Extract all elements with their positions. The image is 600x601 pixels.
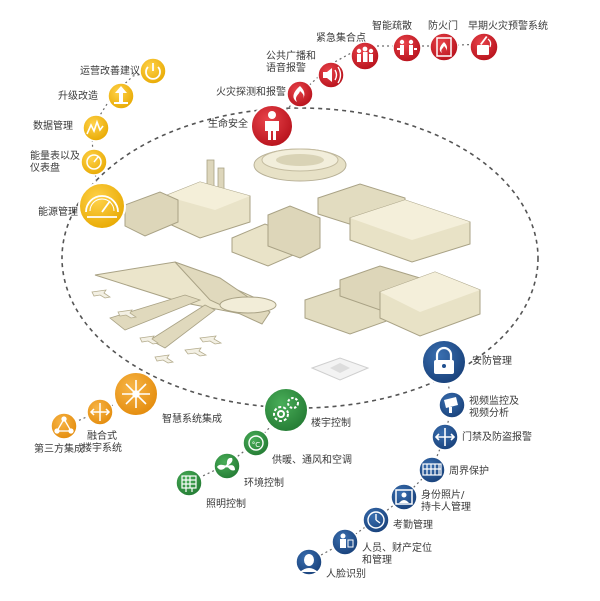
flame-icon: [293, 86, 305, 102]
access-intrusion-label: 门禁及防盗报警: [462, 432, 532, 443]
fire-detection-label: 火灾探测和报警: [216, 87, 286, 98]
environment-control-node: [213, 452, 241, 480]
security-management-label: 安防管理: [472, 356, 512, 367]
campus-buildings-illustration: [304, 265, 481, 337]
early-fire-warning-node: [469, 32, 499, 62]
power-icon: [145, 63, 161, 80]
life-safety-label: 生命安全: [208, 119, 248, 130]
light-panel-icon: [181, 475, 197, 492]
smart-evacuation-node: [392, 33, 422, 63]
improvement-advice-node: [139, 57, 167, 85]
hospital-complex-illustration: [317, 183, 471, 263]
stadium-illustration: [253, 148, 347, 182]
office-block-illustration: [231, 205, 321, 267]
public-address-label: 公共广播和 语音报警: [266, 51, 316, 74]
evacuation-icon: [397, 39, 417, 55]
smart-evacuation-label: 智能疏散: [372, 21, 412, 32]
chart-icon: [86, 119, 104, 135]
upgrade-label: 升级改造: [58, 91, 98, 102]
fence-icon: [422, 463, 442, 476]
face-recognition-node: [295, 548, 323, 576]
energy-management-node: [78, 182, 126, 230]
converged-bms-label: 融合式 楼宇系统: [82, 431, 122, 454]
video-surveillance-node: [438, 391, 466, 419]
meters-dashboards-node: [80, 148, 108, 176]
camera-icon: [444, 397, 458, 413]
data-management-label: 数据管理: [33, 121, 73, 132]
upgrade-icon: [114, 86, 128, 104]
smart-integration-label: 智慧系统集成: [162, 414, 222, 425]
security-management-node: [421, 339, 467, 385]
hvac-node: °C: [242, 429, 270, 457]
early-fire-warning-label: 早期火灾预警系统: [468, 21, 548, 32]
asset-location-label: 人员、财产定位 和管理: [362, 543, 432, 566]
perimeter-protection-node: [418, 456, 446, 484]
helipad-illustration: [310, 357, 370, 381]
asset-location-node: [331, 528, 359, 556]
network-icon: [54, 416, 74, 434]
svg-text:°C: °C: [252, 441, 261, 449]
fire-detection-node: [286, 80, 314, 108]
life-safety-node: [250, 104, 294, 148]
meters-dashboards-label: 能量表以及 仪表盘: [30, 151, 80, 174]
gauge-icon: [85, 195, 119, 218]
smart-integration-node: [113, 371, 159, 417]
hub-icon: [122, 380, 150, 408]
locate-icon: [340, 533, 354, 548]
attendance-node: [362, 506, 390, 534]
group-icon: [356, 46, 374, 62]
thermostat-icon: °C: [248, 435, 264, 451]
door-icon: [436, 37, 452, 57]
face-recognition-label: 人脸识别: [326, 569, 366, 580]
gears-icon: [273, 397, 299, 422]
video-surveillance-label: 视频监控及 视频分析: [469, 396, 519, 419]
perimeter-protection-label: 周界保护: [449, 466, 489, 477]
speaker-icon: [323, 66, 342, 84]
access-intrusion-node: [431, 423, 459, 451]
clock-icon: [367, 511, 385, 529]
fan-icon: [217, 457, 235, 471]
upgrade-node: [107, 82, 135, 110]
id-badge-node: [390, 483, 418, 511]
emergency-assembly-label: 紧急集合点: [316, 33, 366, 44]
data-management-node: [82, 114, 110, 142]
building-control-node: [263, 387, 309, 433]
third-party-label: 第三方集成: [34, 444, 84, 455]
person-icon: [265, 111, 279, 140]
access-icon: [434, 428, 456, 446]
environment-control-label: 环境控制: [244, 478, 284, 489]
dashed-boundary: [61, 107, 539, 409]
airport-illustration: [91, 261, 277, 364]
emergency-assembly-node: [350, 41, 380, 71]
energy-management-label: 能源管理: [38, 207, 78, 218]
id-badge-label: 身份照片/ 持卡人管理: [421, 490, 471, 513]
attendance-label: 考勤管理: [393, 520, 433, 531]
building-control-label: 楼宇控制: [311, 418, 351, 429]
early-warning-icon: [477, 36, 492, 55]
converged-bms-node: [86, 398, 114, 426]
hvac-label: 供暖、通风和空调: [272, 455, 352, 466]
dashboard-icon: [86, 154, 102, 170]
lighting-control-node: [175, 469, 203, 497]
public-address-node: [317, 61, 345, 89]
third-party-node: [50, 412, 78, 440]
converge-icon: [89, 403, 111, 421]
badge-icon: [395, 489, 413, 505]
improvement-advice-label: 运营改善建议: [80, 66, 140, 77]
lighting-control-label: 照明控制: [206, 499, 246, 510]
lock-icon: [434, 346, 454, 374]
power-plant-illustration: [124, 159, 251, 239]
fire-door-node: [429, 32, 459, 62]
face-icon: [300, 554, 318, 572]
fire-door-label: 防火门: [428, 21, 458, 32]
campus-illustration: [91, 148, 481, 381]
